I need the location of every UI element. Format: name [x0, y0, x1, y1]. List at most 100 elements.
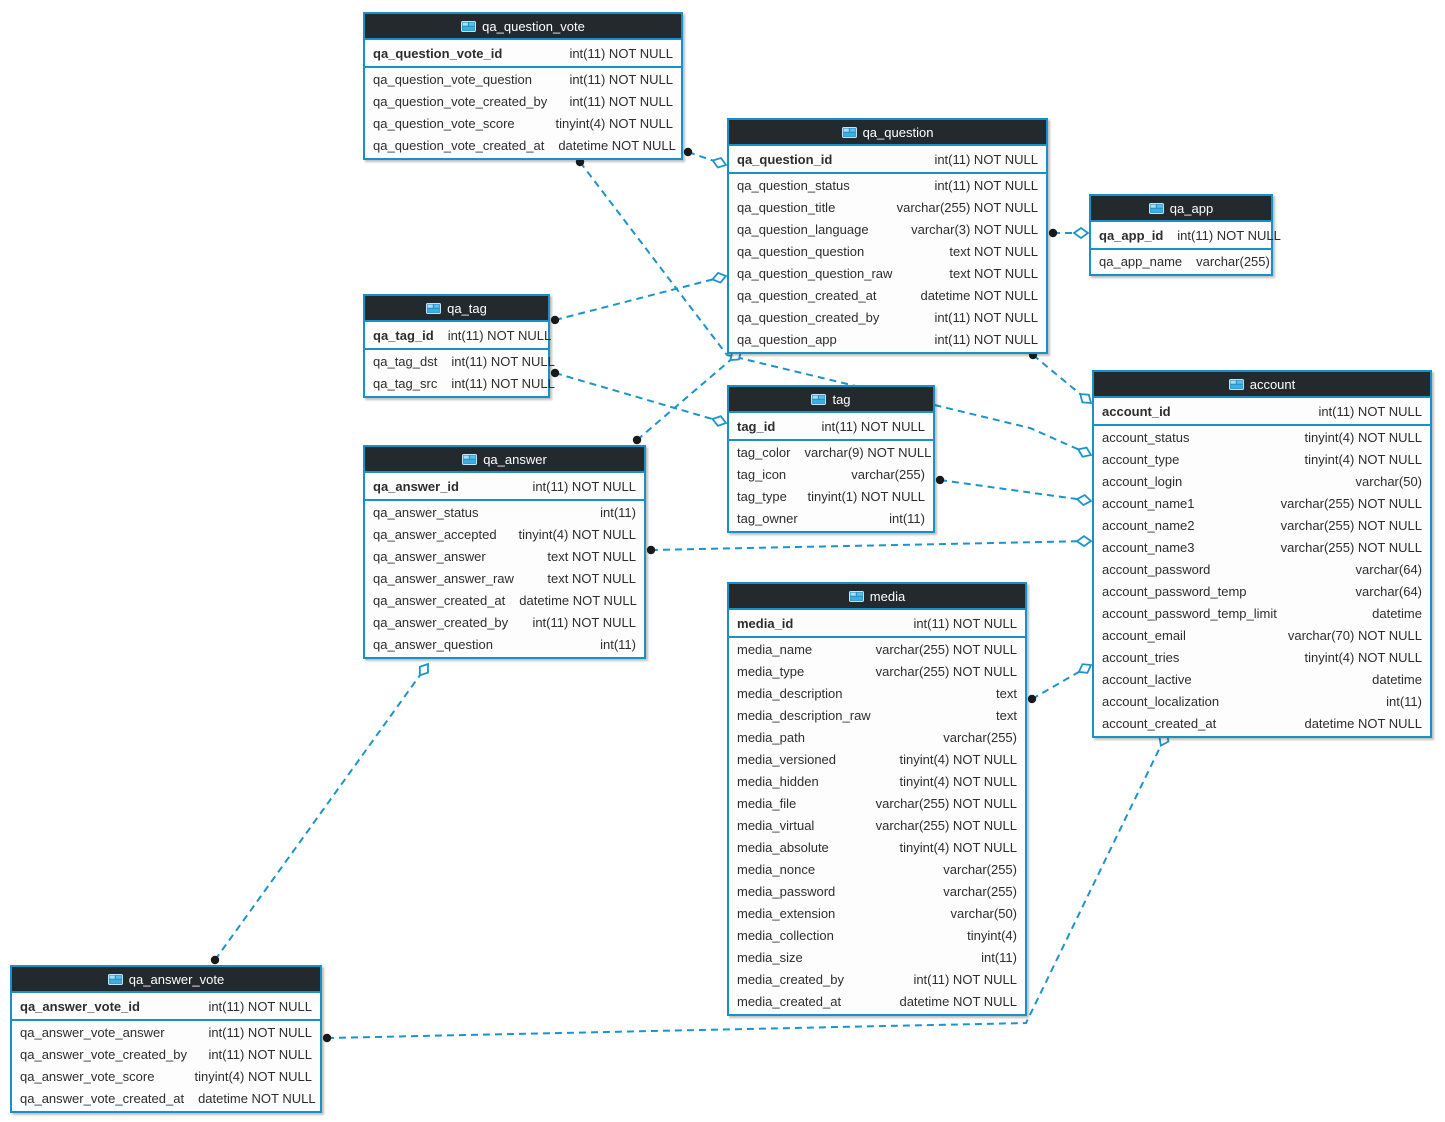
- table-header[interactable]: qa_answer: [365, 447, 644, 473]
- relation-tag-account[interactable]: [935, 475, 1093, 507]
- table-header[interactable]: media: [729, 584, 1025, 610]
- relation-media-account[interactable]: [1027, 663, 1093, 704]
- relation-qa_answer_vote-qa_answer[interactable]: [210, 662, 429, 965]
- relation-qa_question_vote-qa_question[interactable]: [683, 147, 728, 169]
- table-header[interactable]: qa_question_vote: [365, 14, 681, 40]
- table-header[interactable]: qa_app: [1091, 196, 1271, 222]
- field-name: qa_question_created_at: [737, 288, 877, 303]
- relation-qa_question-account[interactable]: [1028, 350, 1093, 404]
- relation-qa_tag-tag[interactable]: [550, 368, 728, 427]
- relation-qa_answer-account[interactable]: [646, 535, 1093, 555]
- table-header[interactable]: qa_question: [729, 120, 1046, 146]
- field-type: varchar(255) NOT NULL: [875, 796, 1017, 811]
- relation-qa_answer-qa_question[interactable]: [632, 349, 743, 445]
- table-header[interactable]: account: [1094, 372, 1430, 398]
- relation-qa_question-qa_app[interactable]: [1048, 226, 1090, 240]
- table-header[interactable]: qa_tag: [365, 296, 548, 322]
- relation-qa_tag-qa_question[interactable]: [550, 271, 728, 325]
- table-header[interactable]: qa_answer_vote: [12, 967, 320, 993]
- table-header[interactable]: tag: [729, 387, 933, 413]
